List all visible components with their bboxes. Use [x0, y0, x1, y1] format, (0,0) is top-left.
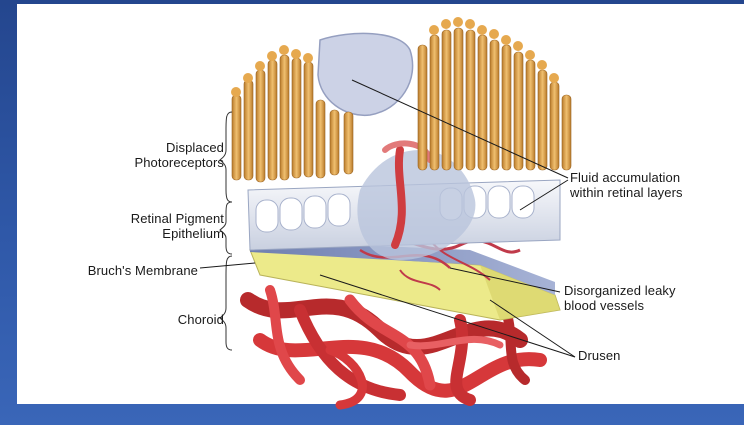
- label-bruchs-membrane: Bruch's Membrane: [16, 263, 198, 278]
- label-line: within retinal layers: [570, 185, 740, 200]
- label-retinal-pigment-epithelium: Retinal Pigment Epithelium: [40, 211, 224, 241]
- label-line: blood vessels: [564, 298, 740, 313]
- label-drusen: Drusen: [578, 348, 698, 363]
- label-line: Disorganized leaky: [564, 283, 740, 298]
- label-line: Photoreceptors: [40, 155, 224, 170]
- label-fluid-accumulation: Fluid accumulation within retinal layers: [570, 170, 740, 200]
- label-disorganized-vessels: Disorganized leaky blood vessels: [564, 283, 740, 313]
- label-line: Fluid accumulation: [570, 170, 740, 185]
- label-choroid: Choroid: [40, 312, 224, 327]
- label-line: Retinal Pigment: [40, 211, 224, 226]
- label-line: Displaced: [40, 140, 224, 155]
- label-line: Epithelium: [40, 226, 224, 241]
- label-displaced-photoreceptors: Displaced Photoreceptors: [40, 140, 224, 170]
